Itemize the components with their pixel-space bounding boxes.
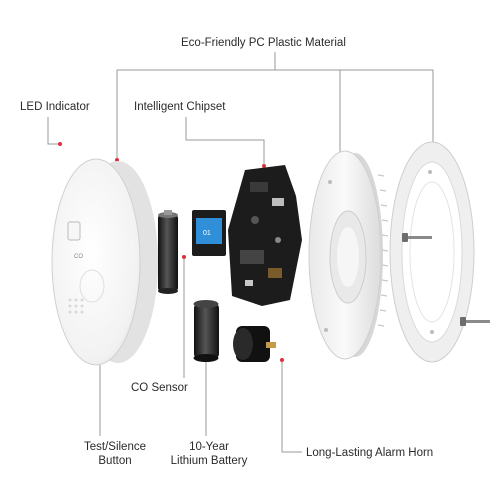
- face-dots: [68, 298, 84, 314]
- marker-chipset: [262, 164, 266, 168]
- screw-top: [402, 233, 432, 242]
- test-silence-button: [79, 269, 105, 303]
- alarm-horn: [233, 326, 276, 362]
- test-silence-label-line2: Button: [98, 455, 132, 467]
- alarm-horn-label: Long-Lasting Alarm Horn: [306, 447, 434, 459]
- circuit-board: [228, 165, 302, 306]
- leader-chipset: [185, 117, 265, 165]
- blue-chip-text: 01: [203, 230, 211, 237]
- co-sensor-label: CO Sensor: [131, 382, 188, 394]
- leader-material: [116, 69, 434, 160]
- vent-fins: [377, 174, 389, 327]
- marker-alarm-horn: [280, 358, 284, 362]
- mounting-bracket: [389, 141, 475, 363]
- blue-chip: [196, 218, 222, 244]
- marker-led: [58, 142, 62, 146]
- marker-co-sensor: [182, 255, 186, 259]
- screw-bottom: [460, 317, 490, 326]
- chipset-label: Intelligent Chipset: [134, 101, 226, 113]
- front-cover: CO: [51, 158, 158, 366]
- led-indicator-label: LED Indicator: [20, 101, 90, 113]
- leader-alarm-horn: [281, 362, 302, 453]
- test-silence-label: Test/Silence Button: [70, 440, 160, 468]
- battery-label: 10-Year Lithium Battery: [154, 440, 264, 468]
- battery-label-line2: Lithium Battery: [170, 455, 248, 467]
- leader-led: [47, 117, 60, 145]
- material-label: Eco-Friendly PC Plastic Material: [181, 37, 346, 49]
- battery-label-line1: 10-Year: [189, 441, 229, 453]
- face-print-1: CO: [74, 254, 83, 260]
- test-silence-label-line1: Test/Silence: [83, 441, 146, 453]
- mounting-screws: [402, 233, 490, 326]
- led-window: [67, 221, 81, 241]
- co-sensor: [158, 210, 178, 294]
- main-housing: [308, 150, 389, 360]
- lithium-battery: [193, 300, 219, 362]
- chip-module: 01: [192, 210, 226, 256]
